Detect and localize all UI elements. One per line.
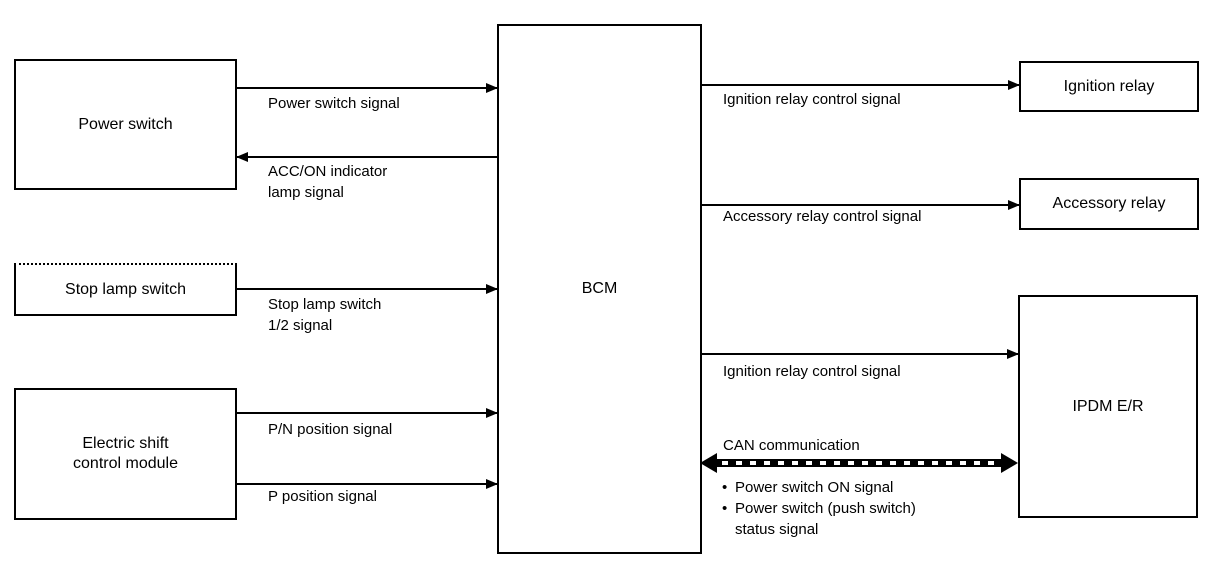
- acc-on-indicator-lamp-signal-label: ACC/ON indicator lamp signal: [268, 163, 388, 201]
- electric-shift-control-module-box: Electric shift control module: [14, 388, 237, 520]
- arrowhead-right-icon: [486, 284, 498, 294]
- arrowhead-left-icon: [700, 453, 717, 473]
- acc-on-indicator-lamp-signal-arrow: [236, 152, 497, 162]
- power-switch-box: Power switch: [14, 59, 237, 190]
- stop-lamp-switch-signal-label: Stop lamp switch 1/2 signal: [268, 296, 382, 334]
- arrowhead-right-icon: [1008, 80, 1020, 90]
- pn-position-signal-label: P/N position signal: [268, 421, 393, 438]
- arrowhead-right-icon: [1001, 453, 1018, 473]
- arrowhead-right-icon: [486, 408, 498, 418]
- p-position-signal-arrow: [237, 479, 498, 489]
- can-dashed-bar: [716, 459, 1002, 467]
- list-item: • Power switch ON signal: [722, 477, 935, 498]
- accessory-relay-control-signal-label: Accessory relay control signal: [723, 208, 922, 225]
- power-switch-signal-label: Power switch signal: [268, 95, 400, 112]
- arrowhead-right-icon: [486, 479, 498, 489]
- pn-position-signal-arrow: [237, 408, 498, 418]
- power-switch-label: Power switch: [78, 115, 173, 133]
- arrowhead-right-icon: [1007, 349, 1019, 359]
- ignition-relay-control-signal-ipdm-label: Ignition relay control signal: [723, 363, 901, 380]
- ignition-relay-control-signal-ipdm-arrow: [702, 349, 1019, 359]
- bcm-box: BCM: [497, 24, 702, 554]
- accessory-relay-label: Accessory relay: [1052, 195, 1166, 212]
- can-signal-list: • Power switch ON signal • Power switch …: [722, 477, 935, 540]
- ignition-relay-control-signal-label: Ignition relay control signal: [723, 91, 901, 108]
- can-item-label: Power switch (push switch) status signal: [735, 500, 916, 538]
- list-item: • Power switch (push switch) status sign…: [722, 498, 935, 540]
- can-item-label: Power switch ON signal: [735, 479, 894, 496]
- accessory-relay-control-signal-arrow: [702, 200, 1020, 210]
- stop-lamp-switch-box: Stop lamp switch: [14, 263, 237, 316]
- bcm-label: BCM: [581, 280, 618, 297]
- bullet-icon: •: [722, 479, 728, 496]
- ipdm-er-label: IPDM E/R: [1072, 397, 1144, 415]
- accessory-relay-box: Accessory relay: [1019, 178, 1199, 230]
- can-communication-arrow: [700, 452, 1018, 474]
- ignition-relay-control-signal-arrow: [702, 80, 1020, 90]
- electric-shift-control-module-label: Electric shift control module: [73, 435, 178, 472]
- can-communication-label: CAN communication: [723, 437, 860, 454]
- ignition-relay-label: Ignition relay: [1063, 77, 1155, 95]
- bullet-icon: •: [722, 500, 728, 517]
- power-switch-signal-arrow: [237, 83, 498, 93]
- arrowhead-right-icon: [1008, 200, 1020, 210]
- stop-lamp-switch-signal-arrow: [237, 284, 498, 294]
- arrowhead-left-icon: [236, 152, 248, 162]
- arrowhead-right-icon: [486, 83, 498, 93]
- p-position-signal-label: P position signal: [268, 488, 377, 505]
- ignition-relay-box: Ignition relay: [1019, 61, 1199, 112]
- stop-lamp-switch-label: Stop lamp switch: [65, 280, 186, 298]
- ipdm-er-box: IPDM E/R: [1018, 295, 1198, 518]
